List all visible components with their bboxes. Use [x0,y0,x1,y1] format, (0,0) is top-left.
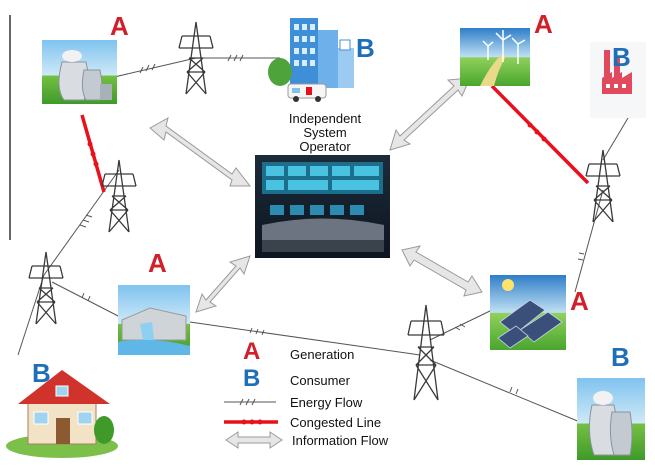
consumer-tag: B [32,358,51,388]
info-arrow [401,245,483,297]
energy-line [602,117,629,161]
info-arrow [389,77,471,151]
energy-line [43,169,120,276]
generation-tag: A [570,286,589,316]
hospital-building-image [268,18,354,102]
energy-flow-lines [17,57,629,423]
generation-tag: A [148,248,167,278]
wind-farm-image [460,28,530,86]
energy-line [189,321,421,356]
info-arrow [149,117,252,187]
tower-icon [101,159,137,233]
consumer-tag: B [356,33,375,63]
iso-label-line: Operator [299,139,351,154]
legend-label-congested-line: Congested Line [290,415,381,430]
control-room-image [255,155,390,258]
energy-line-ticks [79,54,585,395]
solar-farm-image [490,275,566,350]
energy-line [17,274,45,356]
energy-line [574,189,604,293]
iso-label-line: Independent [288,112,362,126]
legend-label-consumer: Consumer [290,373,351,388]
hydro-dam-image [118,285,190,355]
iso-label-line: System [303,125,347,140]
factory-image [590,42,646,118]
legend-label-energy-flow: Energy Flow [290,395,363,410]
information-flow-arrows [149,77,483,313]
tower-icon [407,304,445,401]
legend: A B Generation Consumer Energy Flow Cong… [224,338,389,449]
tower-icon [178,21,214,95]
consumer-tag: B [612,42,631,72]
legend-generation-symbol: A [243,338,260,365]
nuclear-plant-image [577,378,645,460]
generation-tag: A [534,9,553,39]
house-image [6,370,118,458]
tower-icon [28,251,64,325]
legend-information-flow-symbol [225,431,283,449]
generation-tag: A [110,11,129,41]
legend-label-information-flow: Information Flow [292,433,389,448]
consumer-tag: B [611,342,630,372]
iso-label: Independent System Operator [270,112,380,154]
energy-line [51,281,123,319]
legend-consumer-symbol: B [243,365,260,392]
legend-label-generation: Generation [290,347,354,362]
legend-energy-flow-symbol [224,398,276,406]
info-arrow [195,255,251,313]
tower-icon [585,149,621,223]
nuclear-plant-image [42,40,117,104]
legend-congested-line-symbol [224,419,278,425]
energy-line [429,359,581,423]
congested-line [490,84,590,185]
